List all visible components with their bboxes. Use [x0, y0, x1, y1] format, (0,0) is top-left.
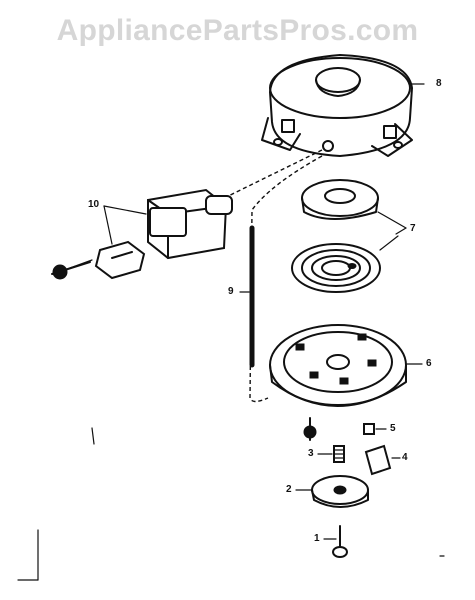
- part-1-bolt: [323, 525, 348, 558]
- callout-7: 7: [410, 223, 416, 234]
- callout-5: 5: [390, 423, 396, 434]
- callout-8: 8: [436, 78, 442, 89]
- callout-3: 3: [308, 448, 314, 459]
- part-5-screw: [363, 423, 387, 435]
- part-8-housing: [261, 53, 425, 158]
- watermark-text: AppliancePartsPros.com: [56, 14, 419, 47]
- part-2-retainer: [295, 475, 369, 508]
- callout-2: 2: [286, 484, 292, 495]
- callout-10: 10: [88, 199, 100, 210]
- part-7-spring-assembly: [291, 179, 407, 293]
- callout-6: 6: [426, 358, 432, 369]
- callout-1: 1: [314, 533, 320, 544]
- rope-path-dashed: [211, 149, 323, 403]
- callout-9: 9: [228, 286, 234, 297]
- part-3-spring: [317, 445, 345, 463]
- part-9-rope: [239, 225, 255, 368]
- center-pin: [303, 417, 317, 441]
- callout-4: 4: [402, 452, 408, 463]
- part-6-pulley: [269, 324, 423, 407]
- part-4-dog: [364, 444, 401, 476]
- scan-marks: [17, 427, 445, 581]
- part-10-handle: [51, 188, 233, 280]
